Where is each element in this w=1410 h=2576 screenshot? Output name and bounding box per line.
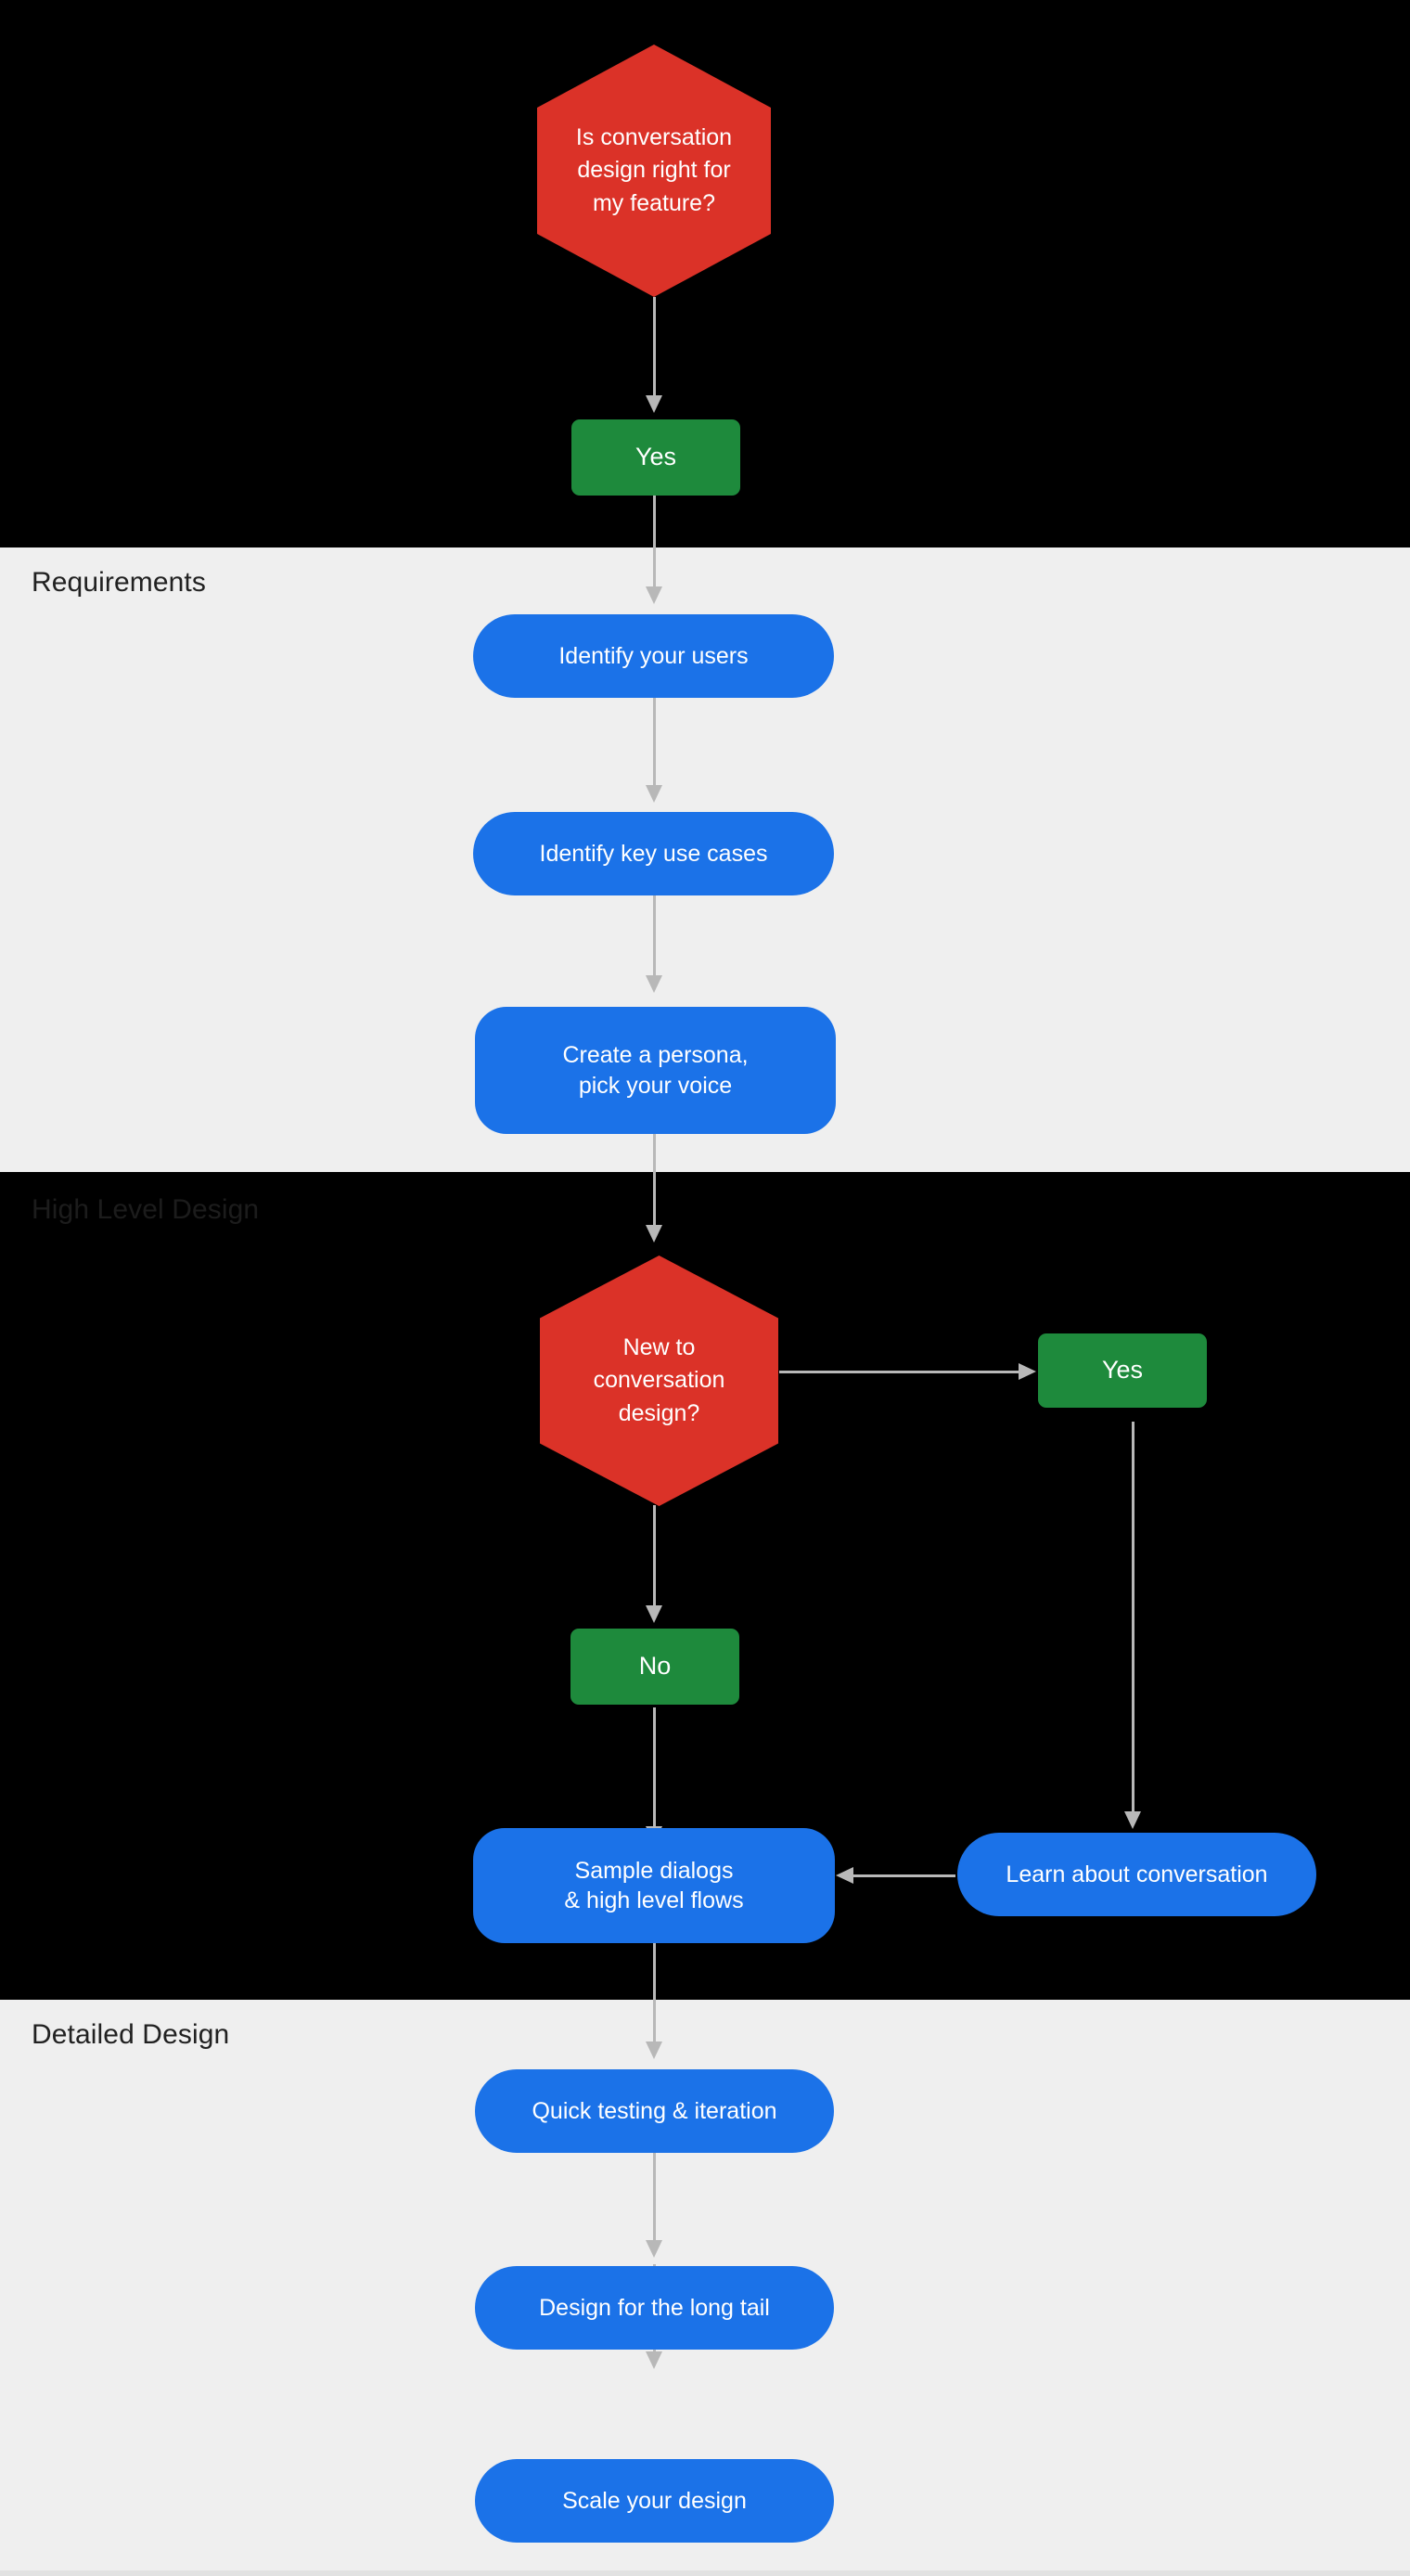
step-node-design-long-tail-label: Design for the long tail: [539, 2294, 770, 2321]
decision-node-1-line3: my feature?: [592, 189, 715, 216]
hexagon-shape-1: [537, 45, 771, 297]
arrowhead-down-5: [646, 1225, 662, 1243]
edge-usecases-to-persona: [653, 895, 656, 977]
edge-decision2-to-no2: [653, 1505, 656, 1607]
edge-no2-to-sample: [653, 1707, 656, 1828]
decision-node-new-to-conversation-design[interactable]: New to conversation design?: [540, 1256, 778, 1506]
edge-yes1-to-users: [653, 496, 656, 588]
step-node-identify-use-cases-label: Identify key use cases: [539, 840, 768, 867]
decision-node-2-text: New to conversation design?: [540, 1332, 778, 1431]
edge-yes2-to-learn: [1132, 1422, 1134, 1813]
step-node-sample-dialogs[interactable]: Sample dialogs & high level flows: [473, 1828, 835, 1943]
arrowhead-down-9: [646, 2041, 662, 2059]
arrowhead-down-2: [646, 586, 662, 604]
step-node-create-persona-line2: pick your voice: [578, 1072, 733, 1099]
decision-node-2-line1: New to: [622, 1333, 696, 1360]
decision-node-1-line2: design right for: [577, 157, 731, 184]
step-node-identify-users[interactable]: Identify your users: [473, 614, 834, 698]
step-node-create-persona-line1: Create a persona,: [562, 1042, 749, 1068]
section-label-high-level: High Level Design: [32, 1194, 260, 1225]
decision-node-conversation-design-right[interactable]: Is conversation design right for my feat…: [537, 45, 771, 297]
arrowhead-down-1: [646, 395, 662, 413]
arrowhead-down-6: [646, 1605, 662, 1623]
decision-node-1-line1: Is conversation: [575, 123, 733, 150]
edge-users-to-usecases: [653, 698, 656, 787]
step-node-sample-dialogs-line1: Sample dialogs: [574, 1857, 734, 1884]
answer-node-no[interactable]: No: [570, 1629, 739, 1705]
decision-node-2-line2: conversation: [593, 1367, 725, 1394]
step-node-learn-about-conversation-label: Learn about conversation: [1006, 1861, 1268, 1887]
edge-decision2-to-yes2: [779, 1371, 1027, 1373]
decision-node-1-text: Is conversation design right for my feat…: [537, 122, 771, 221]
step-node-create-persona[interactable]: Create a persona, pick your voice: [475, 1007, 836, 1134]
step-node-quick-testing[interactable]: Quick testing & iteration: [475, 2069, 834, 2153]
step-node-design-long-tail[interactable]: Design for the long tail: [475, 2266, 834, 2350]
step-node-quick-testing-label: Quick testing & iteration: [532, 2097, 777, 2124]
arrowhead-down-7: [1124, 1811, 1141, 1829]
arrowhead-left-1: [836, 1867, 853, 1884]
bottom-edge-divider: [0, 2570, 1410, 2576]
edge-sample-to-testing: [653, 1943, 656, 2043]
step-node-sample-dialogs-line2: & high level flows: [564, 1887, 744, 1913]
edge-decision1-to-yes1: [653, 297, 656, 397]
arrowhead-down-10: [646, 2240, 662, 2258]
answer-node-yes-1[interactable]: Yes: [571, 419, 740, 496]
arrowhead-down-3: [646, 785, 662, 803]
decision-node-2-line3: design?: [618, 1399, 700, 1426]
answer-node-yes-1-label: Yes: [634, 443, 677, 471]
arrowhead-right-1: [1019, 1363, 1036, 1380]
arrowhead-down-4: [646, 975, 662, 993]
section-label-detailed: Detailed Design: [32, 2019, 230, 2050]
step-node-identify-use-cases[interactable]: Identify key use cases: [473, 812, 834, 895]
step-node-identify-users-label: Identify your users: [558, 642, 749, 669]
answer-node-yes-2-label: Yes: [1101, 1356, 1144, 1385]
answer-node-yes-2[interactable]: Yes: [1038, 1333, 1207, 1408]
section-label-requirements: Requirements: [32, 567, 206, 598]
edge-testing-to-longtail: [653, 2153, 656, 2242]
edge-persona-to-decision2: [653, 1134, 656, 1227]
step-node-scale-design[interactable]: Scale your design: [475, 2459, 834, 2543]
answer-node-no-label: No: [638, 1652, 672, 1681]
edge-learn-to-sample: [853, 1874, 955, 1877]
step-node-scale-design-label: Scale your design: [562, 2487, 747, 2514]
step-node-learn-about-conversation[interactable]: Learn about conversation: [957, 1833, 1316, 1916]
arrowhead-down-11: [646, 2351, 662, 2369]
